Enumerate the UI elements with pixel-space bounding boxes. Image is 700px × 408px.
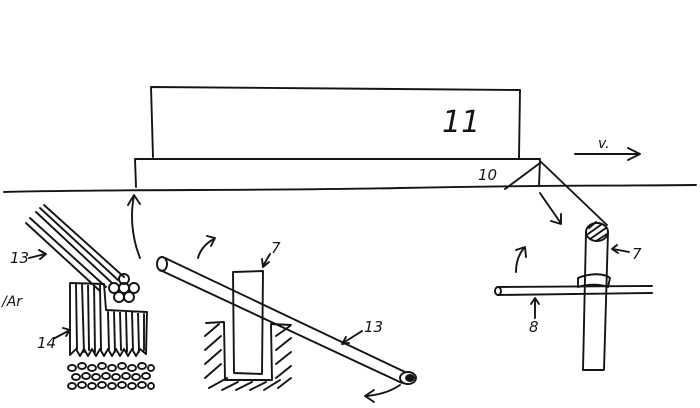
pebbles <box>67 362 155 390</box>
right-pipe-collar <box>577 273 611 288</box>
plates-label: 14 <box>37 334 56 352</box>
post-leader <box>262 253 271 267</box>
inclined-pipe <box>159 257 406 384</box>
right-pipe-label: 7 <box>632 245 642 263</box>
bundle-tube-end <box>113 291 125 303</box>
rotation-arrow <box>515 247 525 273</box>
slab-block <box>150 86 521 159</box>
velocity-label: v. <box>598 136 610 152</box>
tube-bundle <box>25 204 125 292</box>
lift-arrow <box>131 195 141 259</box>
base-label: 10 <box>478 166 497 184</box>
rope-line <box>539 160 608 226</box>
inclined-pipe-right-end <box>399 371 417 385</box>
lift-arrow-head <box>127 194 141 206</box>
plates-leader-head <box>62 327 71 337</box>
bundle-tube-end <box>128 282 140 294</box>
rod-end <box>494 286 502 296</box>
bundle-label: 13 <box>10 249 29 267</box>
side-text: /Ar <box>0 294 23 310</box>
bundle-tube-end <box>123 291 135 303</box>
rotation-arrow-head <box>515 246 527 258</box>
right-pipe-leader-head <box>611 244 619 254</box>
bundle-tube-end <box>118 273 130 285</box>
ground-line <box>3 184 697 193</box>
base-block <box>134 158 541 188</box>
incline-rotate-arrow <box>197 238 215 259</box>
rod-leader-head <box>530 297 540 305</box>
right-pipe-leader <box>612 248 630 253</box>
velocity-arrow-head <box>627 147 641 161</box>
incline-rotate-arrow-head <box>206 235 216 247</box>
rod-label: 8 <box>529 318 539 336</box>
slab-label: 11 <box>442 105 480 140</box>
right-pipe <box>582 231 609 371</box>
post-label: 7 <box>271 239 281 257</box>
inclined-pipe-label: 13 <box>364 318 383 336</box>
plates-leader <box>54 329 71 339</box>
inclined-pipe-arrow <box>365 384 401 397</box>
pit-outline <box>205 321 292 381</box>
rope-arrow-head <box>550 213 562 225</box>
bundle-leader <box>28 253 46 259</box>
inclined-pipe-left-end <box>156 256 168 272</box>
inclined-pipe-leader <box>342 330 363 344</box>
horizontal-rod <box>497 285 653 296</box>
inclined-pipe-leader-head <box>341 336 350 345</box>
inclined-pipe-right-bore <box>405 374 415 382</box>
post-leader-head <box>261 258 270 268</box>
plate-stack <box>69 282 148 357</box>
post <box>232 270 264 375</box>
base-leader <box>504 162 541 190</box>
rope-arrow <box>539 192 561 223</box>
right-pipe-top-hatch <box>587 221 608 242</box>
bundle-leader-head <box>38 249 47 260</box>
inclined-pipe-arrow-head <box>364 389 375 403</box>
pit-hatching <box>204 323 292 391</box>
